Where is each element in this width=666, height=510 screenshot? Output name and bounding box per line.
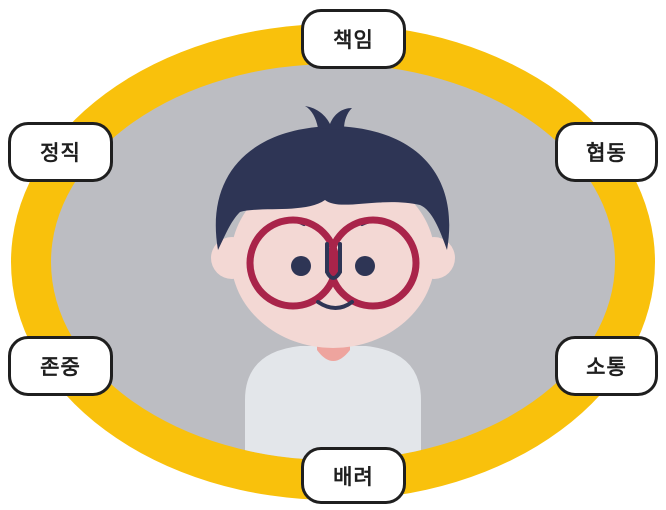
value-badge-lower-right: 소통 [555, 336, 658, 396]
cowlick [305, 106, 352, 130]
shirt [245, 346, 421, 460]
right-lens [326, 216, 420, 310]
nose [325, 242, 342, 280]
mouth [316, 300, 354, 310]
left-eye [291, 256, 311, 276]
boy-figure [211, 106, 455, 460]
value-badge-upper-right: 협동 [555, 122, 658, 182]
left-lens [246, 216, 340, 310]
value-badge-bottom: 배려 [301, 447, 406, 504]
value-badge-upper-left: 정직 [8, 122, 113, 182]
right-eye [355, 256, 375, 276]
hair [215, 126, 450, 250]
value-badge-lower-left: 존중 [8, 336, 113, 396]
value-badge-top: 책임 [301, 9, 406, 69]
